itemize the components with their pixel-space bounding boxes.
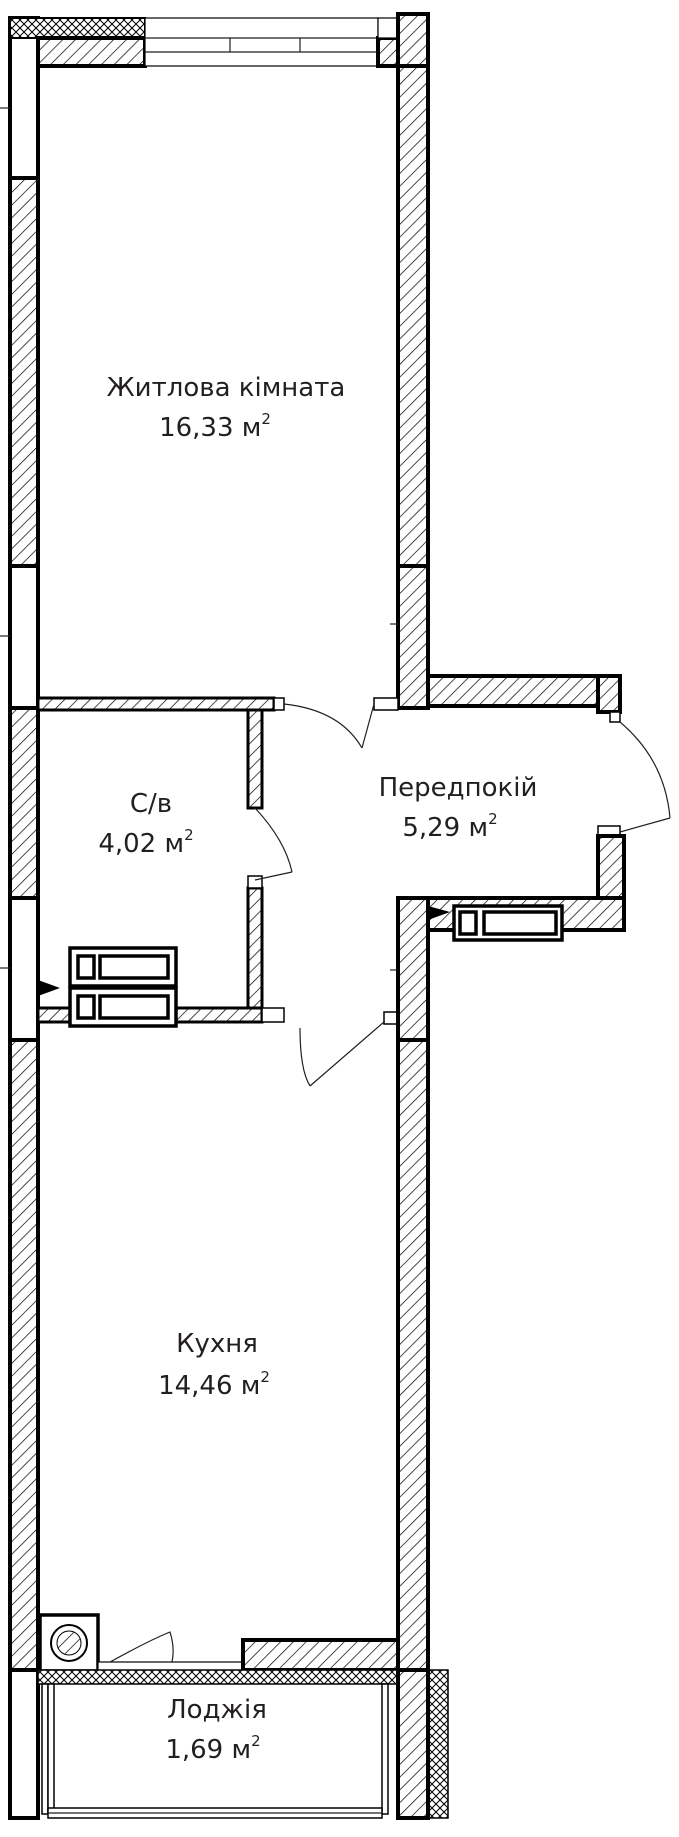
kitchen-area: 14,46 м xyxy=(158,1371,260,1401)
bathroom-area: 4,02 м xyxy=(98,829,184,859)
hallway-area: 5,29 м xyxy=(402,813,488,843)
living-room-area: 16,33 м xyxy=(159,413,261,443)
hallway-name: Передпокій xyxy=(379,773,538,803)
entrance-walls xyxy=(426,674,671,932)
ventilation-shafts xyxy=(38,904,564,1028)
right-wall-upper xyxy=(390,64,430,710)
loggia-frame xyxy=(41,1668,430,1820)
room-label-hallway: Передпокій 5,29 м2 xyxy=(379,773,538,843)
hallway-unit-sup: 2 xyxy=(488,810,498,828)
left-outer-wall xyxy=(0,16,40,1820)
loggia-name: Лоджія xyxy=(167,1695,267,1725)
right-wall-lower xyxy=(396,896,430,1672)
bathroom-unit-sup: 2 xyxy=(184,826,194,844)
loggia-area: 1,69 м xyxy=(165,1735,251,1765)
room-label-loggia: Лоджія 1,69 м2 xyxy=(165,1695,267,1765)
living-room-unit-sup: 2 xyxy=(261,410,271,428)
living-room-name: Житлова кімната xyxy=(107,373,346,403)
room-label-living: Житлова кімната 16,33 м2 xyxy=(107,373,346,443)
room-label-bathroom: С/в 4,02 м2 xyxy=(98,789,193,859)
partition-living-bath xyxy=(36,696,399,810)
svg-text:4,02 м2: 4,02 м2 xyxy=(98,826,193,859)
svg-text:14,46 м2: 14,46 м2 xyxy=(158,1368,270,1401)
kitchen-unit-sup: 2 xyxy=(260,1368,270,1386)
bathroom-name: С/в xyxy=(130,789,172,819)
top-wall-window xyxy=(9,12,430,68)
kitchen-door xyxy=(299,969,399,1087)
room-label-kitchen: Кухня 14,46 м2 xyxy=(158,1329,270,1401)
kitchen-name: Кухня xyxy=(176,1329,258,1359)
svg-text:5,29 м2: 5,29 м2 xyxy=(402,810,497,843)
svg-text:1,69 м2: 1,69 м2 xyxy=(165,1732,260,1765)
svg-text:16,33 м2: 16,33 м2 xyxy=(159,410,271,443)
loggia-unit-sup: 2 xyxy=(251,1732,261,1750)
